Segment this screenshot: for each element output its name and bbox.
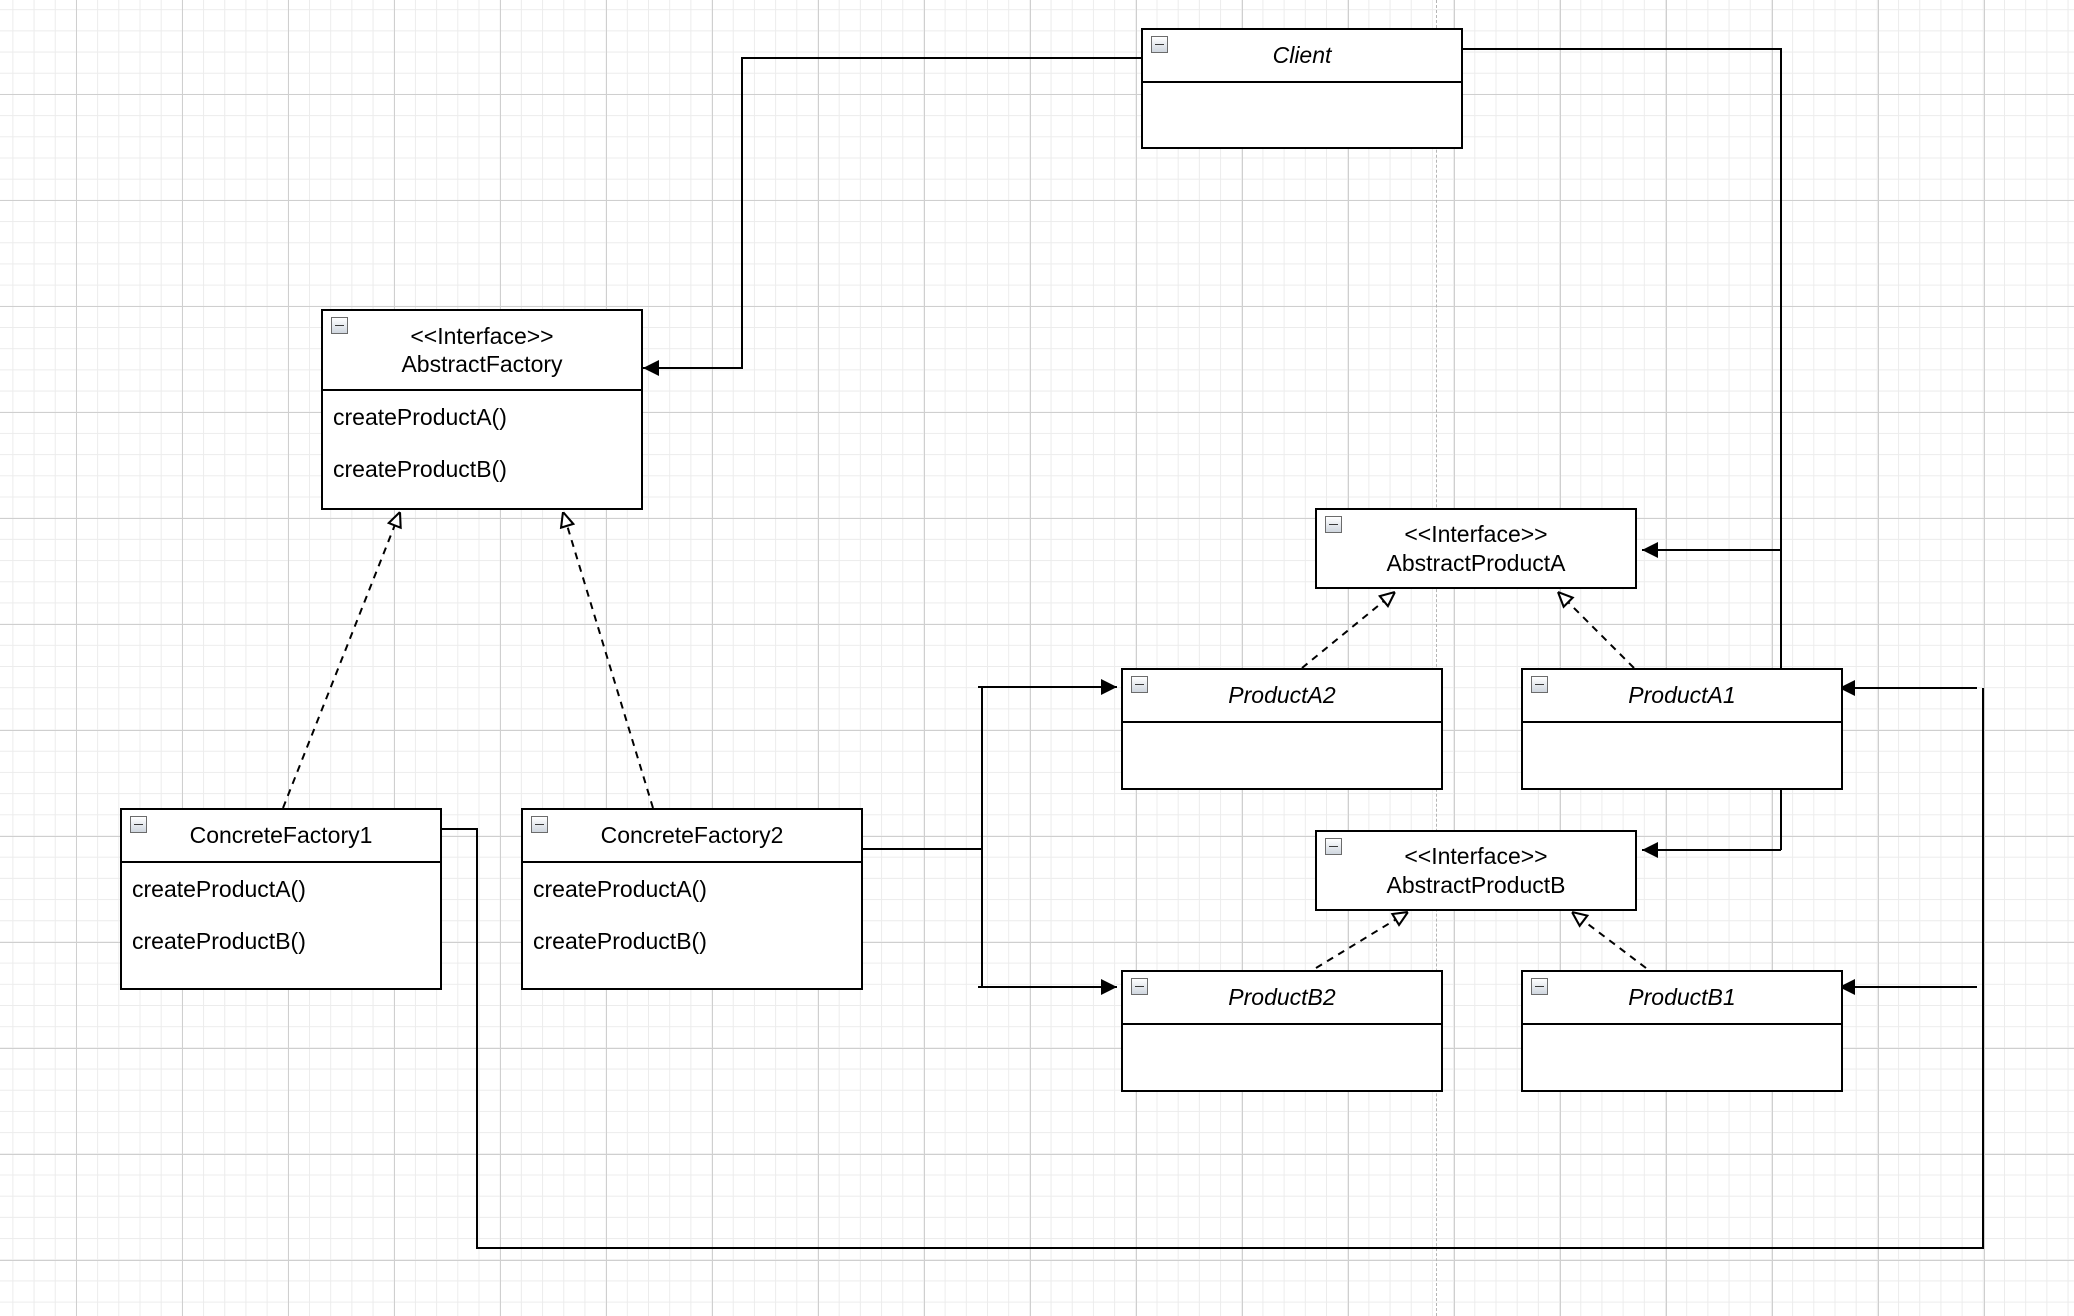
class-client-header: Client <box>1143 30 1461 83</box>
edge-realization-productb2-abstractproductb <box>1315 912 1408 969</box>
class-concrete-factory1[interactable]: ConcreteFactory1 createProductA() create… <box>120 808 442 990</box>
class-abstract-product-b[interactable]: <<Interface>> AbstractProductB <box>1315 830 1637 911</box>
collapse-icon[interactable] <box>331 317 348 334</box>
edge-realization-cf2-abstractfactory <box>563 512 654 809</box>
operation[interactable]: createProductA() <box>533 876 707 902</box>
class-client[interactable]: Client <box>1141 28 1463 149</box>
edge-client-abstractfactory <box>643 57 1142 376</box>
stereotype-label: <<Interface>> <box>1404 843 1548 870</box>
collapse-icon[interactable] <box>1325 516 1342 533</box>
class-concrete-factory2-header: ConcreteFactory2 <box>523 810 861 863</box>
operation[interactable]: createProductB() <box>132 928 306 954</box>
stereotype-label: <<Interface>> <box>410 322 554 349</box>
stereotype-label: <<Interface>> <box>1404 521 1548 548</box>
class-name: ProductA2 <box>1228 682 1336 709</box>
edge-realization-productb1-abstractproductb <box>1572 912 1647 969</box>
class-abstract-factory-header: <<Interface>> AbstractFactory <box>323 311 641 391</box>
collapse-icon[interactable] <box>1531 676 1548 693</box>
class-name: ConcreteFactory1 <box>189 822 373 849</box>
class-name: ProductB2 <box>1228 984 1336 1011</box>
class-name: ProductA1 <box>1628 682 1736 709</box>
class-abstract-product-b-header: <<Interface>> AbstractProductB <box>1317 832 1635 909</box>
collapse-icon[interactable] <box>1325 838 1342 855</box>
class-abstract-product-a[interactable]: <<Interface>> AbstractProductA <box>1315 508 1637 589</box>
operation[interactable]: createProductB() <box>333 456 507 482</box>
edge-cf1-loop <box>441 688 1984 1249</box>
class-product-a2[interactable]: ProductA2 <box>1121 668 1443 790</box>
edge-realization-cf1-abstractfactory <box>282 512 400 809</box>
collapse-icon[interactable] <box>1131 978 1148 995</box>
edge-realization-producta2-abstractproducta <box>1301 592 1395 669</box>
class-abstract-product-a-header: <<Interface>> AbstractProductA <box>1317 510 1635 587</box>
class-product-b1[interactable]: ProductB1 <box>1521 970 1843 1092</box>
class-abstract-factory[interactable]: <<Interface>> AbstractFactory createProd… <box>321 309 643 510</box>
class-name: AbstractFactory <box>401 351 563 377</box>
operations-list: createProductA() createProductB() <box>122 863 440 983</box>
class-name: AbstractProductB <box>1386 871 1566 898</box>
operation[interactable]: createProductB() <box>533 928 707 954</box>
class-product-b2[interactable]: ProductB2 <box>1121 970 1443 1092</box>
edge-realization-producta1-abstractproducta <box>1558 592 1635 669</box>
page-break-guide <box>1436 0 1437 1316</box>
operations-list: createProductA() createProductB() <box>523 863 861 983</box>
collapse-icon[interactable] <box>1131 676 1148 693</box>
collapse-icon[interactable] <box>1151 36 1168 53</box>
class-product-a1[interactable]: ProductA1 <box>1521 668 1843 790</box>
collapse-icon[interactable] <box>531 816 548 833</box>
class-concrete-factory1-header: ConcreteFactory1 <box>122 810 440 863</box>
class-product-b1-header: ProductB1 <box>1523 972 1841 1025</box>
class-product-a1-header: ProductA1 <box>1523 670 1841 723</box>
class-concrete-factory2[interactable]: ConcreteFactory2 createProductA() create… <box>521 808 863 990</box>
class-product-a2-header: ProductA2 <box>1123 670 1441 723</box>
operation[interactable]: createProductA() <box>333 404 507 430</box>
class-name: AbstractProductA <box>1386 549 1566 576</box>
class-product-b2-header: ProductB2 <box>1123 972 1441 1025</box>
collapse-icon[interactable] <box>1531 978 1548 995</box>
collapse-icon[interactable] <box>130 816 147 833</box>
operations-list: createProductA() createProductB() <box>323 391 641 511</box>
class-name: Client <box>1272 42 1332 69</box>
class-name: ProductB1 <box>1628 984 1736 1011</box>
operation[interactable]: createProductA() <box>132 876 306 902</box>
edge-client-right-bus <box>1462 48 1782 850</box>
class-name: ConcreteFactory2 <box>600 822 784 849</box>
